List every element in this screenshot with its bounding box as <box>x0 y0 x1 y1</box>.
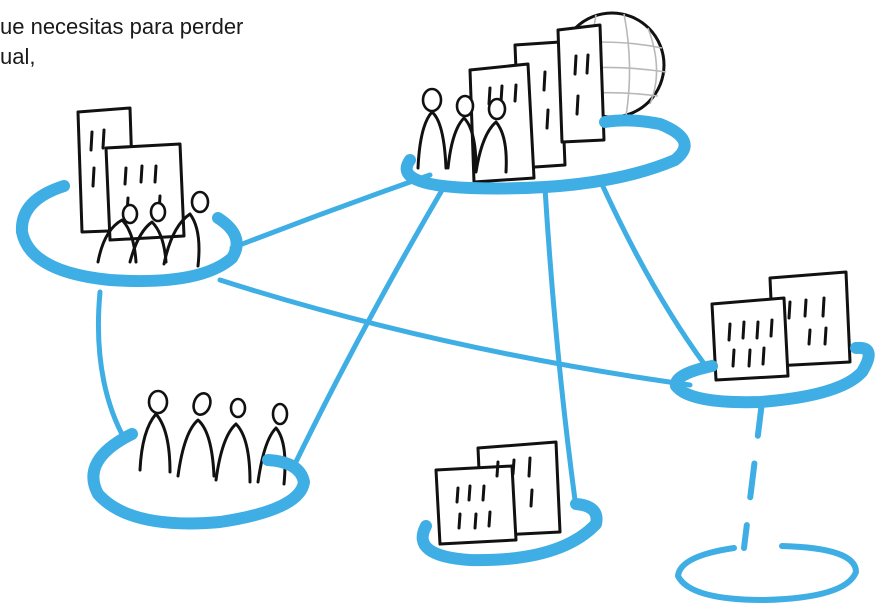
node-top <box>400 23 691 195</box>
ring-platform-bottom <box>416 498 603 567</box>
people-icon <box>416 87 508 174</box>
node-empty <box>675 543 859 603</box>
link-top-right <box>597 177 708 368</box>
node-bottom <box>416 440 603 567</box>
link-dashed-down <box>741 399 765 551</box>
node-left <box>15 106 243 288</box>
people-icon <box>96 190 210 268</box>
ring-platform-left <box>15 180 243 288</box>
node-bottom-left <box>87 389 310 530</box>
ring-platform-top <box>400 114 691 195</box>
ring-platform-right <box>670 341 875 409</box>
link-top-bottomleft <box>289 182 448 473</box>
building-icon <box>468 23 606 184</box>
people-icon <box>138 389 289 486</box>
link-left-bottomleft <box>95 289 128 443</box>
node-right <box>670 270 875 409</box>
link-left-top <box>229 172 433 251</box>
caption-line-1: ue necesitas para perder <box>0 14 244 39</box>
caption-line-2: ual, <box>0 44 36 69</box>
ring-platform-bottom-left <box>87 428 310 530</box>
connection-lines <box>95 172 765 551</box>
link-left-right <box>217 277 693 388</box>
ring-platform-empty <box>675 543 859 603</box>
caption-text: ue necesitas para perder ual, <box>0 12 243 72</box>
link-top-bottom <box>542 185 578 503</box>
building-icon <box>434 440 562 546</box>
building-icon <box>710 270 852 382</box>
